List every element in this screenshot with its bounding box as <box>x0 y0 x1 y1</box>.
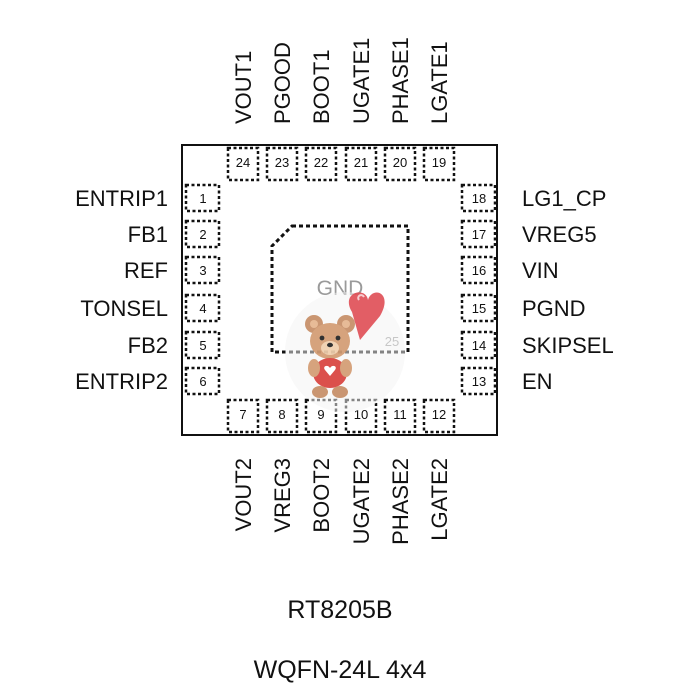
pin-number: 9 <box>317 407 324 422</box>
pins-right: 13 EN 14 SKIPSEL 15 PGND 16 VIN 17 VREG5 18 LG1_CP <box>460 183 614 396</box>
pin-label: LG1_CP <box>522 186 606 211</box>
pin-number: 5 <box>199 338 206 353</box>
package-name: WQFN-24L 4x4 <box>254 656 427 684</box>
part-number: RT8205B <box>287 596 392 624</box>
pin-pad <box>460 255 497 285</box>
pin-pad <box>460 366 497 396</box>
pin-number: 19 <box>432 155 446 170</box>
pin-number: 23 <box>275 155 289 170</box>
pin-pad <box>344 146 378 182</box>
package-outline <box>181 144 498 436</box>
pin-pad <box>184 366 221 396</box>
pin-label: LGATE1 <box>427 41 452 124</box>
pin-number: 6 <box>199 374 206 389</box>
pin-label: PGOOD <box>270 42 295 124</box>
pin-pad <box>460 219 497 249</box>
pin-number: 20 <box>393 155 407 170</box>
pin-pad <box>460 293 497 323</box>
pin-label: VREG5 <box>522 222 597 247</box>
pin-pad <box>304 146 338 182</box>
pin-number: 8 <box>278 407 285 422</box>
pin-pad <box>184 219 221 249</box>
pin-label: BOOT1 <box>309 49 334 124</box>
pin-pad <box>184 330 221 360</box>
pin-pad <box>460 330 497 360</box>
pin-label: PHASE1 <box>388 37 413 124</box>
pin-pad <box>344 398 378 434</box>
pin-label: PGND <box>522 296 586 321</box>
pin-label: UGATE1 <box>349 38 374 124</box>
pin-number: 7 <box>239 407 246 422</box>
pin-label: SKIPSEL <box>522 333 614 358</box>
teddy-bear-heart-icon <box>285 292 405 412</box>
pin-label: VOUT2 <box>231 458 256 531</box>
pin-pad <box>184 183 221 213</box>
pin-number: 22 <box>314 155 328 170</box>
pin-label: PHASE2 <box>388 458 413 545</box>
pin-pad <box>265 398 299 434</box>
pin-label: FB1 <box>128 222 168 247</box>
pin-pad <box>226 146 260 182</box>
pin-label: BOOT2 <box>309 458 334 533</box>
pin-label: ENTRIP1 <box>75 186 168 211</box>
pin-label: UGATE2 <box>349 458 374 544</box>
pin-number: 18 <box>472 191 486 206</box>
pin-label: VOUT1 <box>231 51 256 124</box>
pin-pad <box>383 398 417 434</box>
pin-number: 17 <box>472 227 486 242</box>
pin-label: ENTRIP2 <box>75 369 168 394</box>
pin-pad <box>184 255 221 285</box>
pin-number: 21 <box>354 155 368 170</box>
pin-pad <box>460 183 497 213</box>
pin-number: 2 <box>199 227 206 242</box>
pin-label: LGATE2 <box>427 458 452 541</box>
pin-number: 14 <box>472 338 486 353</box>
pin-number: 1 <box>199 191 206 206</box>
pin-number: 24 <box>236 155 250 170</box>
pin-label: VREG3 <box>270 458 295 533</box>
pin-number: 13 <box>472 374 486 389</box>
pin-pad <box>184 293 221 323</box>
pin-pad <box>304 398 338 434</box>
pin-number: 15 <box>472 301 486 316</box>
pin-pad <box>422 146 456 182</box>
pin-label: FB2 <box>128 333 168 358</box>
pin-pad <box>226 398 260 434</box>
pin-number: 3 <box>199 263 206 278</box>
pin-pad <box>265 146 299 182</box>
pin-number: 16 <box>472 263 486 278</box>
pins-left: 1 ENTRIP1 2 FB1 3 REF 4 TONSEL 5 FB2 6 ENTRIP2 <box>75 183 221 396</box>
pin-number: 12 <box>432 407 446 422</box>
pin-pad <box>422 398 456 434</box>
pin-label: EN <box>522 369 553 394</box>
pin-label: VIN <box>522 258 559 283</box>
pin-number: 11 <box>393 407 407 422</box>
pin-label: TONSEL <box>80 296 168 321</box>
pins-top: 19 LGATE1 20 PHASE1 21 UGATE1 22 BOOT1 23 PGOOD 24… <box>226 37 456 182</box>
pin-pad <box>383 146 417 182</box>
pin-label: REF <box>124 258 168 283</box>
pin-number: 10 <box>354 407 368 422</box>
pin-number: 4 <box>199 301 206 316</box>
